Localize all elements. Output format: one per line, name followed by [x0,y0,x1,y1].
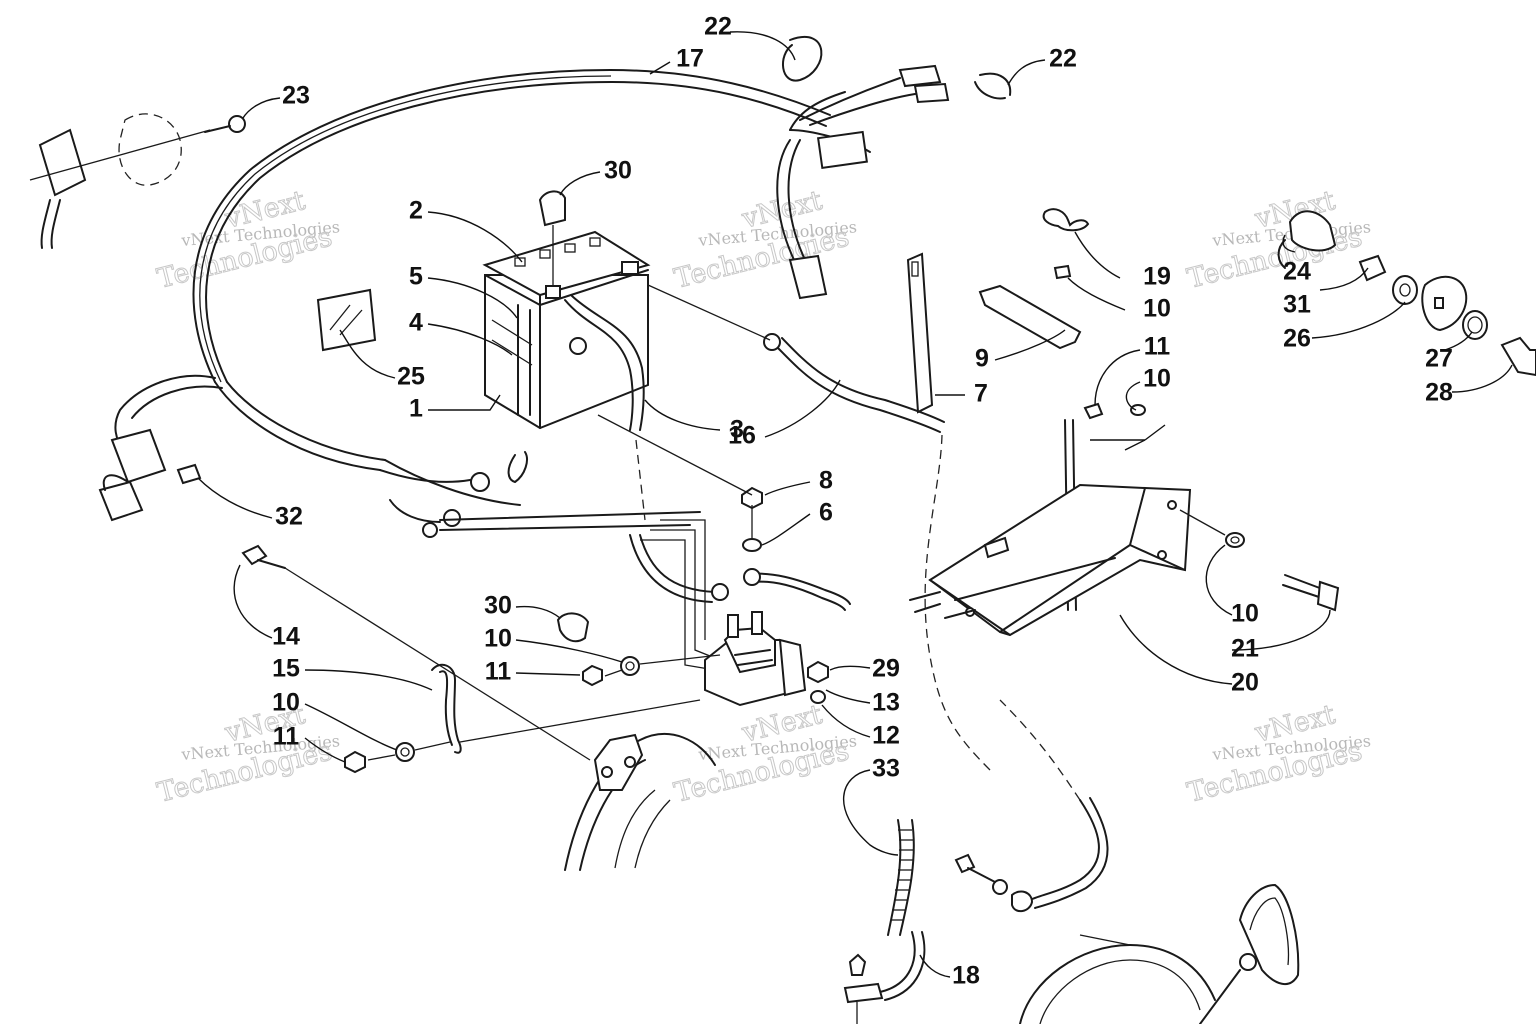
nuts-right-of-solenoid-drawing [807,660,829,704]
tray-bolt-washer-drawing [1179,509,1340,612]
callout-10: 10 [1143,295,1171,323]
callout-20: 20 [1231,669,1259,697]
callout-18: 18 [952,962,980,990]
leader-lines [197,31,1513,978]
boot-nut-washer-left-drawing [556,612,721,687]
callout-25: 25 [397,363,425,391]
callout-2: 2 [409,197,423,225]
battery-drawing [482,230,651,483]
callout-11: 11 [485,658,512,686]
decal-drawing [316,288,377,352]
conduit-ground-cable-drawing [843,699,1109,1024]
starter-solenoid-drawing [704,611,807,707]
callout-30: 30 [604,157,632,185]
callout-17: 17 [676,45,704,73]
terminal-boot-top-drawing [538,190,566,285]
callout-21: 21 [1231,635,1259,663]
callout-8: 8 [819,467,833,495]
callout-13: 13 [872,689,900,717]
callout-10: 10 [484,625,512,653]
callout-4: 4 [409,309,423,337]
callout-31: 31 [1283,291,1311,319]
callout-10: 10 [1143,365,1171,393]
callout-7: 7 [974,380,988,408]
fuse-drawing [176,463,202,485]
callout-6: 6 [819,499,833,527]
callout-14: 14 [272,623,300,651]
callout-23: 23 [282,82,310,110]
watermark-1: vNext vNext Technologies Technologies [154,185,341,296]
callout-27: 27 [1425,345,1453,373]
callout-16: 16 [728,422,756,450]
callout-1: 1 [409,395,423,423]
watermark-5: vNext vNext Technologies Technologies [671,699,858,810]
engine-housing-drawing [564,733,716,871]
callout-33: 33 [872,755,900,783]
wire-harness-drawing [98,64,950,538]
watermark-4: vNext vNext Technologies Technologies [154,699,341,810]
callout-9: 9 [975,345,989,373]
callout-28: 28 [1425,379,1453,407]
watermark-6: vNext vNext Technologies Technologies [1184,699,1372,810]
callout-labels: 22 17 22 23 30 2 5 4 25 1 3 16 19 10 9 7… [272,13,1453,990]
watermark-2: vNext vNext Technologies Technologies [671,185,858,296]
callout-30: 30 [484,592,512,620]
battery-cables-drawing [564,284,991,771]
callout-19: 19 [1143,263,1171,291]
callout-11: 11 [1144,333,1171,361]
starter-housing-drawing [1019,883,1300,1024]
callout-3: 3 [730,416,744,444]
callout-22: 22 [1049,45,1077,73]
callout-29: 29 [872,655,900,683]
callout-15: 15 [272,655,300,683]
callout-5: 5 [409,263,423,291]
watermark-3: vNext vNext Technologies Technologies [1184,185,1372,296]
snap-rings-drawing [781,36,1012,100]
nut-washer-center-drawing [597,414,763,552]
callout-11: 11 [273,723,300,751]
mounting-bolt-clamp-drawing [241,544,701,774]
callout-10: 10 [1231,600,1259,628]
callout-12: 12 [872,722,900,750]
callout-10: 10 [272,689,300,717]
solenoid-cable-drawing [640,519,851,671]
callout-26: 26 [1283,325,1311,353]
callout-24: 24 [1283,258,1311,286]
callout-32: 32 [275,503,303,531]
callout-22: 22 [704,13,732,41]
ground-screw-drawing [29,113,246,249]
battery-tray-drawing [909,483,1192,637]
ignition-switch-drawing [1277,210,1536,377]
